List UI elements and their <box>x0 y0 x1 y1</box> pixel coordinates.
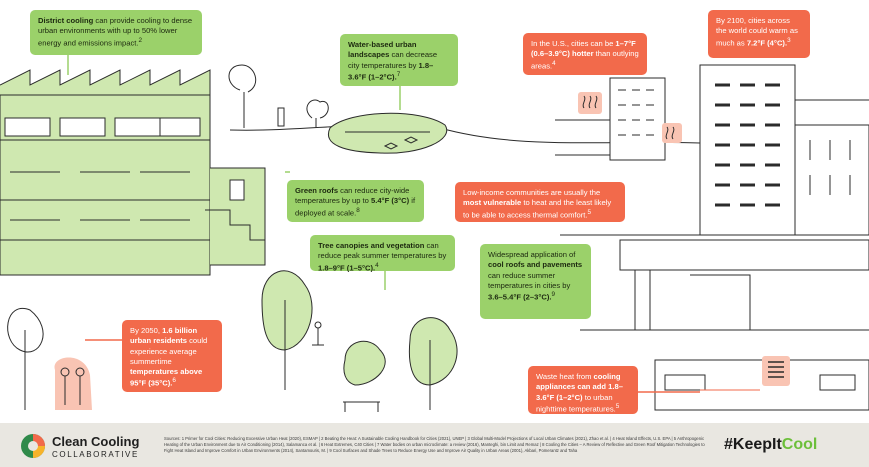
tree-bottom-left <box>7 307 92 410</box>
callout-bold: Green roofs <box>295 186 339 195</box>
callout-bold: cool roofs and pavements <box>488 260 583 270</box>
heat-icon-1 <box>578 92 602 114</box>
callout-bold: Tree canopies and vegetation <box>318 241 425 250</box>
callout-bold: 1.8–3.6°F (1–2°C). <box>348 60 434 82</box>
ref-marker: 3 <box>787 36 791 44</box>
district-cooling-building <box>0 69 266 276</box>
footer-bar <box>0 423 869 467</box>
brand-name: Clean Cooling <box>52 434 140 449</box>
brand-subtitle: COLLABORATIVE <box>52 450 139 459</box>
callout-bold: 3.6–5.4°F (2–3°C). <box>488 292 552 302</box>
callout-text: to urban nighttime temperatures. <box>536 392 616 414</box>
hashtag: #KeepItCool <box>724 436 817 454</box>
callout-text: Widespread application of <box>488 250 576 259</box>
cool-roof-building <box>619 239 869 411</box>
callout-bold: temperatures above 95°F (35°C). <box>130 367 203 388</box>
heat-icon-2 <box>662 123 682 143</box>
callout-text: could experience average summertime <box>130 336 208 366</box>
callout-bold: District cooling <box>38 16 94 25</box>
callout-text: In the U.S., cities can be <box>531 39 616 48</box>
hashtag-prefix: #KeepIt <box>724 436 782 453</box>
callout-by-2050: By 2050, 1.6 billion urban residents cou… <box>122 320 222 392</box>
callout-text: Waste heat from <box>536 372 594 381</box>
hashtag-accent: Cool <box>781 436 818 453</box>
callout-bold: cooling appliances can add 1.8–3.6°F (1–… <box>536 372 623 402</box>
callout-text: By 2100, cities across the world could w… <box>716 16 798 48</box>
callout-text: to heat and the least likely to be able … <box>463 198 612 220</box>
callout-green-roofs: Green roofs can reduce city-wide tempera… <box>287 180 424 222</box>
tree-top-left <box>228 64 329 128</box>
callout-bold: Water-based urban landscapes <box>348 40 417 60</box>
callout-text: than outlying areas. <box>531 49 639 71</box>
mid-building <box>555 77 666 161</box>
ac-unit-icon <box>700 356 790 391</box>
callout-bold: 7.2°F (4°C). <box>746 38 788 48</box>
callout-text: can reduce summer temperatures in cities… <box>488 270 571 290</box>
callout-low-income: Low-income communities are usually the m… <box>455 182 625 222</box>
callout-waste-heat: Waste heat from cooling appliances can a… <box>528 366 638 414</box>
callout-by-2100: By 2100, cities across the world could w… <box>708 10 810 58</box>
lake <box>327 112 448 154</box>
callout-text: Low-income communities are usually the <box>463 188 601 197</box>
callout-district-cooling: District cooling can provide cooling to … <box>30 10 202 55</box>
callout-tree-canopies: Tree canopies and vegetation can reduce … <box>310 235 455 273</box>
ref-marker: 6 <box>172 377 176 385</box>
callout-text: can decrease city temperatures by <box>348 50 438 70</box>
callout-text: can provide cooling to dense urban envir… <box>38 16 193 48</box>
callout-text: can reduce peak summer temperatures by <box>318 241 447 261</box>
ref-marker: 4 <box>375 261 379 269</box>
callout-bold: 1.6 billion urban residents <box>130 326 198 346</box>
callout-bold: 5.4°F (3°C) <box>370 196 410 206</box>
callout-bold: most vulnerable <box>463 198 522 208</box>
tall-building <box>699 64 869 236</box>
ref-marker: 5 <box>615 402 620 410</box>
callout-text: can reduce city-wide temperatures by up … <box>295 186 410 206</box>
callout-us-cities: In the U.S., cities can be 1–7°F (0.6–3.… <box>523 33 647 75</box>
callout-bold: 1.8–9°F (1–5°C). <box>318 263 376 273</box>
callout-bold: 1–7°F (0.6–3.9°C) hotter <box>531 39 636 59</box>
callout-text: if deployed at scale. <box>295 196 416 218</box>
ref-marker: 4 <box>552 59 556 67</box>
clean-cooling-logo-icon <box>21 434 45 458</box>
sources-text: Sources: 1 Primer for Cool Cities: Reduc… <box>164 436 705 454</box>
callout-cool-roofs: Widespread application of cool roofs and… <box>480 244 591 319</box>
tree-canopy-group <box>261 270 458 412</box>
ref-marker: 2 <box>138 36 142 44</box>
callout-water-landscapes: Water-based urban landscapes can decreas… <box>340 34 458 86</box>
ref-marker: 7 <box>396 70 401 78</box>
ref-marker: 8 <box>356 206 360 214</box>
ref-marker: 5 <box>587 208 592 216</box>
ref-marker: 9 <box>551 291 556 298</box>
callout-text: By 2050, <box>130 326 163 335</box>
